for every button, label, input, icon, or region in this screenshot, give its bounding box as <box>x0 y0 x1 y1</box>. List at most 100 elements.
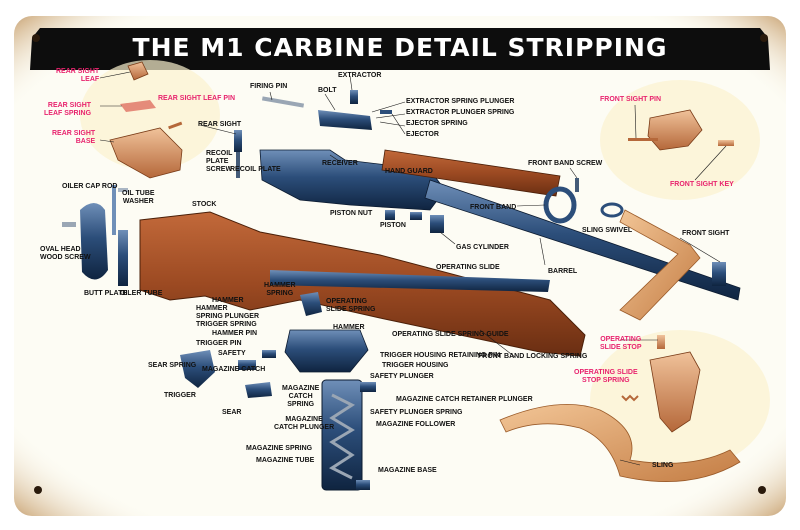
title-banner <box>30 28 770 70</box>
label-extractor: EXTRACTOR <box>338 72 382 79</box>
bolt <box>318 110 372 130</box>
magazine-catch <box>238 360 256 370</box>
trigger-housing <box>284 329 369 373</box>
magazine-follower <box>360 382 376 392</box>
label-bolt: BOLT <box>318 87 337 94</box>
rear-sight <box>234 130 242 152</box>
label-sear-spring: SEAR SPRING <box>148 362 197 369</box>
hand-guard <box>381 149 561 197</box>
piston <box>410 212 422 220</box>
label-sling: SLING <box>652 462 674 469</box>
page-title: THE M1 CARBINE DETAIL STRIPPING <box>132 33 668 62</box>
label-hand-guard: HAND GUARD <box>385 168 433 175</box>
label-trigger-spring: TRIGGER SPRING <box>196 321 257 328</box>
label-piston: PISTON <box>380 222 406 229</box>
ejector <box>380 110 392 114</box>
sling-strap <box>619 209 701 321</box>
label-receiver: RECEIVER <box>322 160 358 167</box>
label-piston-nut: PISTON NUT <box>330 210 373 217</box>
trigger <box>180 350 215 388</box>
label-front-band-locking-spring: FRONT BAND LOCKING SPRING <box>478 353 588 360</box>
rear-sight-leaf-spring <box>120 100 156 112</box>
label-sear: SEAR <box>222 409 242 416</box>
piston-nut <box>385 210 395 220</box>
label-butt-plate: BUTT PLATE <box>84 290 128 297</box>
label-hammer-pin: HAMMER PIN <box>212 330 258 337</box>
label-gas-cylinder: GAS CYLINDER <box>456 244 509 251</box>
front-sight <box>712 262 726 286</box>
label-oiler-tube: OILER TUBE <box>120 290 163 297</box>
front-sight-pin <box>628 138 658 141</box>
butt-plate <box>80 203 108 280</box>
label-operating-slide: OPERATING SLIDE <box>436 264 500 271</box>
leader-lines <box>99 71 727 466</box>
front-band <box>543 186 577 224</box>
label-front-sight-key: FRONT SIGHT KEY <box>670 181 734 188</box>
mounting-hole <box>758 486 766 494</box>
label-hammer-2: HAMMER <box>333 324 365 331</box>
label-sling-swivel: SLING SWIVEL <box>582 227 633 234</box>
rear-sight-leaf-pin <box>168 121 183 130</box>
sling <box>499 403 741 482</box>
label-magazine-tube: MAGAZINE TUBE <box>256 457 315 464</box>
label-magazine-spring: MAGAZINE SPRING <box>246 445 313 452</box>
operating-slide-stop <box>649 351 701 433</box>
label-safety-plunger-spring: SAFETY PLUNGER SPRING <box>370 409 463 416</box>
rear-sight-leaf <box>127 61 149 81</box>
magazine-spring <box>328 393 356 480</box>
label-trigger: TRIGGER <box>164 392 196 399</box>
label-front-sight-pin: FRONT SIGHT PIN <box>600 96 662 103</box>
sling-swivel <box>600 202 624 218</box>
label-magazine-catch: MAGAZINE CATCH <box>202 366 266 373</box>
operating-slide-stop-pin <box>657 335 665 349</box>
label-extractor-plunger-spring: EXTRACTOR PLUNGER SPRING <box>406 109 515 116</box>
label-rear-sight-leaf-pin: REAR SIGHT LEAF PIN <box>158 95 236 102</box>
rear-sight-base <box>109 127 183 179</box>
firing-pin <box>261 96 305 108</box>
label-trigger-pin: TRIGGER PIN <box>196 340 242 347</box>
front-sight-body <box>647 109 703 151</box>
recoil-plate-screw <box>236 152 240 178</box>
extractor <box>350 90 358 104</box>
hammer <box>300 292 322 316</box>
label-firing-pin: FIRING PIN <box>250 83 288 90</box>
safety <box>262 350 276 358</box>
label-magazine-follower: MAGAZINE FOLLOWER <box>376 421 456 428</box>
oiler-cap-rod <box>112 185 116 235</box>
label-front-band: FRONT BAND <box>470 204 517 211</box>
label-trigger-housing: TRIGGER HOUSING <box>382 362 449 369</box>
label-hammer: HAMMER <box>212 297 244 304</box>
oil-tube-washer <box>118 188 128 192</box>
label-recoil-plate: RECOIL PLATE <box>230 166 281 173</box>
mounting-hole <box>32 34 40 42</box>
label-extractor-spring-plunger: EXTRACTOR SPRING PLUNGER <box>406 98 515 105</box>
label-trigger-housing-retaining-pin: TRIGGER HOUSING RETAINING PIN <box>380 352 501 359</box>
label-oiler-cap-rod: OILER CAP ROD <box>62 183 118 190</box>
label-operating-slide-spring-guide: OPERATING SLIDE SPRING GUIDE <box>392 331 509 338</box>
label-front-band-screw: FRONT BAND SCREW <box>528 160 603 167</box>
front-sight-key <box>718 140 734 146</box>
label-safety: SAFETY <box>218 350 246 357</box>
label-ejector: EJECTOR <box>406 131 439 138</box>
mounting-hole <box>760 34 768 42</box>
oiler-tube <box>118 230 128 286</box>
label-front-sight: FRONT SIGHT <box>682 230 730 237</box>
label-rear-sight: REAR SIGHT <box>198 121 242 128</box>
gas-cylinder <box>430 215 444 233</box>
label-ejector-spring: EJECTOR SPRING <box>406 120 468 127</box>
operating-slide <box>270 270 550 292</box>
oval-head-wood-screw <box>62 222 76 227</box>
label-magazine-base: MAGAZINE BASE <box>378 467 437 474</box>
